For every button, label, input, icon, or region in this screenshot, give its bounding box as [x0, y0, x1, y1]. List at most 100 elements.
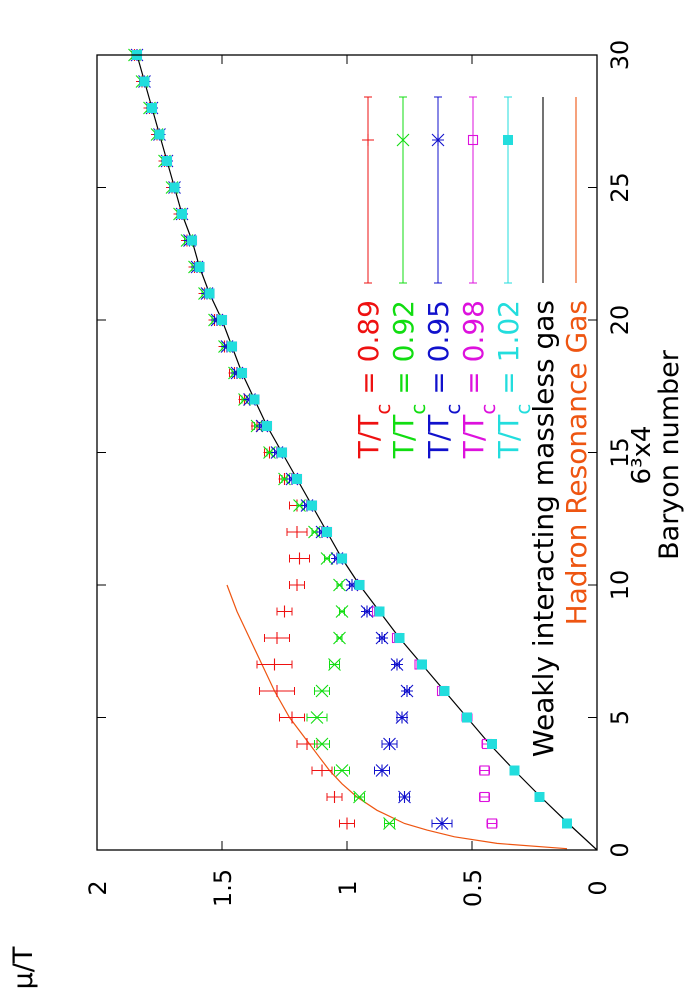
data-point [417, 659, 427, 670]
data-point [293, 552, 306, 565]
x-tick-label: 0 [606, 842, 634, 857]
legend-marker [431, 133, 445, 147]
data-point [227, 341, 237, 352]
data-point [237, 368, 247, 378]
data-point [390, 658, 404, 671]
data-point [486, 818, 498, 829]
data-point [354, 580, 365, 590]
data-point [204, 288, 215, 299]
data-point [562, 818, 572, 829]
legend-label: Weakly interacting massless gas [527, 300, 560, 757]
data-point [271, 632, 283, 644]
data-point [395, 711, 409, 724]
data-point [320, 552, 334, 565]
data-point [301, 738, 313, 750]
data-point [271, 685, 283, 697]
y-tick-label: 2 [84, 880, 112, 895]
data-point [139, 76, 150, 87]
data-point [249, 394, 260, 405]
data-point [328, 791, 341, 803]
data-point [462, 712, 472, 723]
data-point [360, 605, 374, 618]
legend-label: T/Tc = 1.02 [492, 300, 535, 459]
legend-label: T/Tc = 0.95 [422, 300, 465, 459]
data-point [177, 209, 187, 219]
legend-label-subscript: c [371, 404, 395, 415]
y-tick-label: 1 [334, 880, 362, 895]
legend: T/Tc = 0.89T/Tc = 0.92T/Tc = 0.95T/Tc = … [352, 96, 593, 757]
legend-label-subscript: c [441, 404, 465, 415]
data-point [435, 817, 449, 830]
data-point [337, 553, 347, 564]
legend-label-value: = 0.92 [387, 300, 420, 404]
x-tick-label: 10 [606, 570, 634, 601]
legend-marker [362, 134, 374, 146]
data-point [162, 156, 172, 166]
legend-sample [399, 96, 407, 284]
legend-sample [364, 96, 372, 284]
data-point [278, 605, 291, 618]
x-tick-label: 20 [606, 305, 634, 336]
y-tick-label: 1.5 [209, 869, 237, 907]
data-point [479, 791, 490, 803]
data-point [291, 579, 303, 591]
data-point [268, 658, 281, 671]
data-point [277, 447, 287, 458]
legend-label-value: = 0.98 [457, 300, 490, 404]
data-point [292, 474, 302, 484]
data-point [315, 737, 329, 751]
legend-label-value: = 0.95 [422, 300, 455, 404]
data-point [286, 711, 298, 724]
data-point [534, 792, 545, 802]
data-point [307, 500, 317, 511]
data-point [328, 658, 341, 671]
legend-label-subscript: c [511, 404, 535, 415]
data-point [217, 315, 227, 325]
x-tick-label: 30 [606, 40, 634, 71]
data-point [374, 606, 385, 617]
data-point [315, 684, 329, 698]
data-point [487, 739, 497, 749]
legend-label: T/Tc = 0.92 [387, 300, 430, 459]
data-point [333, 578, 346, 592]
data-point [147, 103, 157, 113]
data-point [400, 684, 414, 698]
legend-marker [396, 133, 410, 147]
legend-label-subscript: c [406, 404, 430, 415]
data-point [394, 633, 405, 643]
x-tick-label: 15 [606, 437, 634, 468]
data-point [383, 737, 396, 751]
x-tick-label: 25 [606, 172, 634, 203]
legend-label: Hadron Resonance Gas [560, 300, 593, 625]
data-point [398, 790, 411, 804]
chart-title: 6³x4 [627, 426, 657, 485]
data-point [322, 527, 332, 537]
data-point [194, 262, 205, 272]
legend-sample [469, 96, 477, 284]
legend-sample [504, 96, 512, 284]
legend-sample [434, 96, 442, 284]
series-t-tc-1-02 [132, 50, 572, 829]
data-point [375, 631, 389, 645]
data-point [316, 764, 328, 777]
data-point [439, 686, 450, 696]
data-point [335, 605, 349, 618]
x-axis-label: Baryon number [654, 349, 685, 560]
legend-label-base: T/T [387, 414, 420, 460]
legend-label-base: T/T [422, 414, 455, 460]
data-point [333, 631, 346, 645]
data-point [509, 765, 520, 776]
data-point [341, 817, 353, 830]
data-point [310, 711, 324, 724]
data-point [154, 129, 165, 140]
data-point [353, 790, 366, 804]
legend-marker [503, 135, 513, 145]
y-axis-label: μ/T [8, 946, 39, 989]
data-point [169, 182, 180, 193]
legend-label-value: = 0.89 [352, 300, 385, 404]
data-point [262, 421, 272, 431]
legend-label-base: T/T [457, 414, 490, 460]
legend-label: T/Tc = 0.89 [352, 300, 395, 459]
